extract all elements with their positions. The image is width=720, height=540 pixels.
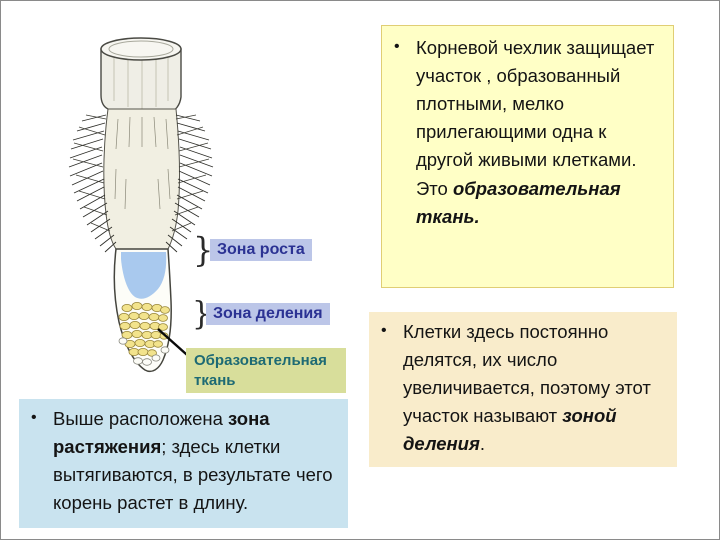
root-hair-zone: [68, 108, 214, 253]
label-growth-zone: Зона роста: [210, 239, 312, 261]
bullet-dot: •: [31, 409, 37, 426]
textbox-root-cap-text: Корневой чехлик защищает участок , образ…: [416, 34, 661, 231]
text-emphasis: зона растяжения: [53, 408, 270, 458]
root-tip-illustration: [68, 37, 214, 373]
brace-growth-zone: }: [193, 230, 214, 270]
text-emphasis: образовательная ткань.: [416, 177, 621, 227]
textbox-stretch-zone: • Выше расположена зона растяжения; здес…: [19, 399, 348, 528]
bullet-dot: •: [381, 322, 387, 339]
text-emphasis: зоной деления: [403, 405, 617, 455]
textbox-division-zone-text: Клетки здесь постоянно делятся, их число…: [403, 318, 665, 459]
text-run: ; здесь клетки вытягиваются, в результат…: [53, 436, 333, 514]
text-run: Клетки здесь постоянно делятся, их число…: [403, 321, 651, 427]
stem-cut: [100, 37, 182, 117]
text-run: Выше расположена: [53, 408, 229, 429]
bullet-dot: •: [394, 38, 400, 55]
textbox-stretch-zone-text: Выше расположена зона растяжения; здесь …: [53, 405, 336, 517]
label-division-zone: Зона деления: [206, 303, 330, 325]
division-cells: [118, 301, 170, 366]
textbox-division-zone: • Клетки здесь постоянно делятся, их чис…: [369, 312, 677, 467]
growth-zone-fill: [121, 252, 167, 299]
textbox-root-cap: • Корневой чехлик защищает участок , обр…: [381, 25, 674, 288]
label-educational-tissue: Образовательная ткань: [186, 348, 346, 393]
text-run: .: [479, 433, 486, 455]
text-run: Корневой чехлик защищает участок , образ…: [416, 37, 655, 199]
